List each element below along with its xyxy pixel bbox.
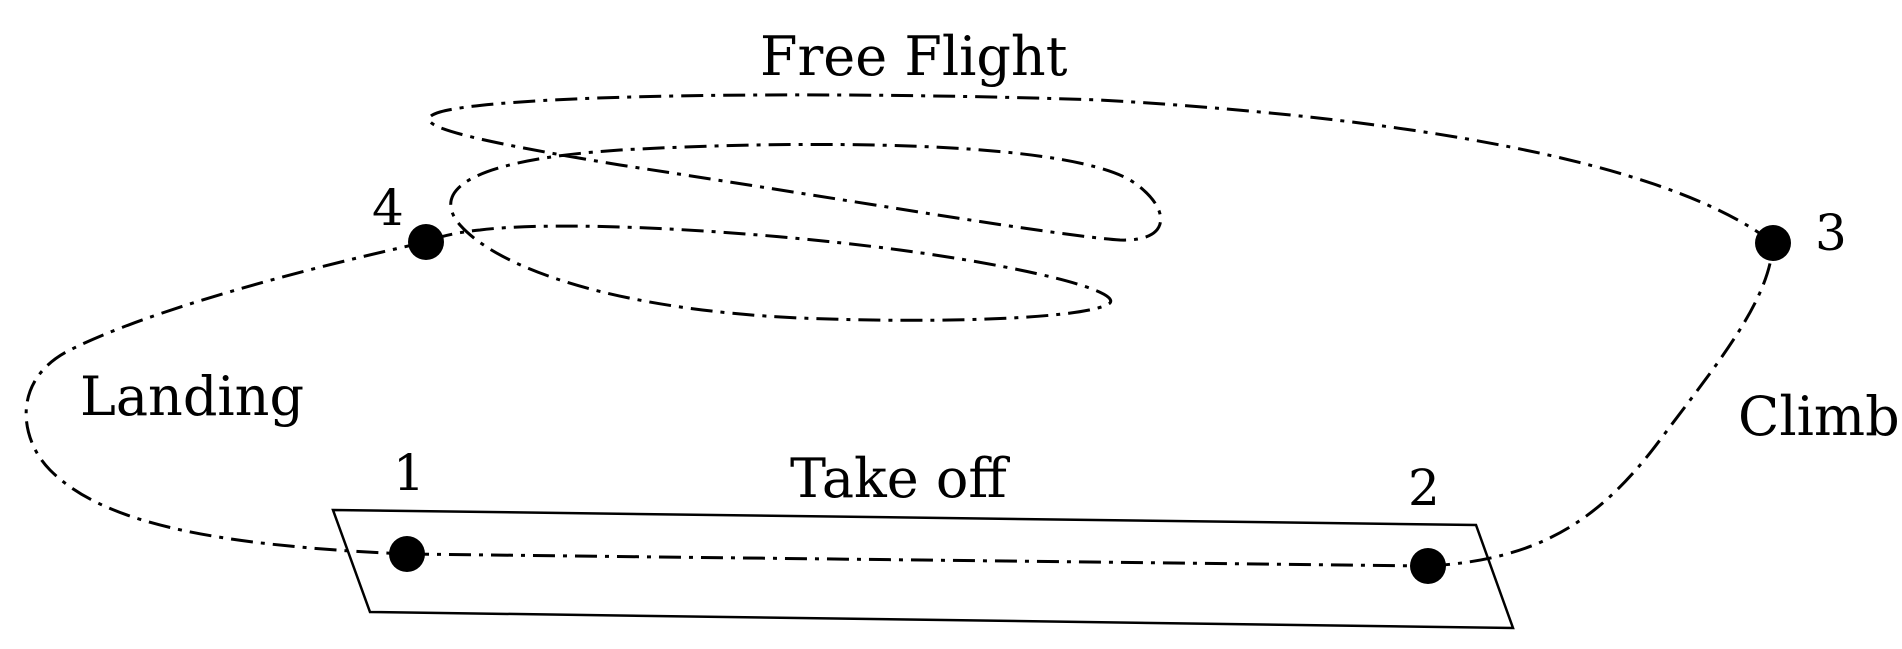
waypoint-4-label: 4: [372, 179, 404, 237]
free-flight-path: [425, 93, 1774, 322]
runway-outline: [331, 508, 1515, 630]
waypoint-1-marker: [389, 536, 425, 572]
waypoint-1-label: 1: [393, 444, 425, 502]
takeoff-path: [406, 552, 1429, 568]
climb-path: [1427, 242, 1775, 568]
waypoint-3-label: 3: [1815, 204, 1847, 262]
waypoint-4-marker: [408, 224, 444, 260]
landing-path: [24, 240, 427, 556]
waypoint-2-marker: [1410, 548, 1446, 584]
waypoint-2-label: 2: [1408, 459, 1440, 517]
free-flight-label: Free Flight: [760, 25, 1068, 88]
climb-label: Climb: [1738, 385, 1900, 448]
take-off-label: Take off: [790, 447, 1010, 510]
landing-label: Landing: [80, 365, 304, 428]
waypoint-3-marker: [1755, 225, 1791, 261]
